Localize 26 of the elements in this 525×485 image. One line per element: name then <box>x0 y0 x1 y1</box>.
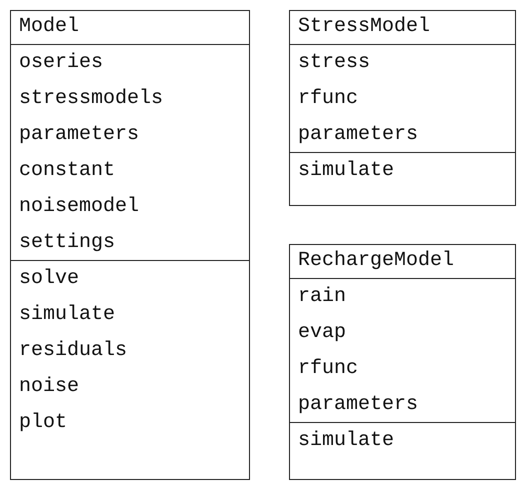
class-box <box>10 10 250 480</box>
method-name: plot <box>19 411 68 434</box>
attribute-name: parameters <box>298 393 418 416</box>
class-box <box>289 244 516 480</box>
attribute-name: rfunc <box>298 357 358 380</box>
class-name: StressModel <box>298 15 430 38</box>
attribute-name: oseries <box>19 51 104 74</box>
method-name: noise <box>19 375 80 398</box>
attribute-name: noisemodel <box>19 195 140 218</box>
attribute-name: constant <box>19 159 116 182</box>
attribute-name: stressmodels <box>19 87 164 110</box>
attribute-name: stress <box>298 51 370 74</box>
attribute-name: rain <box>298 285 346 308</box>
attribute-name: evap <box>298 321 346 344</box>
method-name: simulate <box>298 429 394 452</box>
method-name: simulate <box>19 303 116 326</box>
class-name: RechargeModel <box>298 249 454 272</box>
class-box <box>289 10 516 206</box>
method-name: solve <box>19 267 80 290</box>
method-name: residuals <box>19 339 128 362</box>
class-name: Model <box>19 15 80 38</box>
attribute-name: settings <box>19 231 116 254</box>
attribute-name: rfunc <box>298 87 358 110</box>
method-name: simulate <box>298 159 394 182</box>
attribute-name: parameters <box>19 123 140 146</box>
attribute-name: parameters <box>298 123 418 146</box>
